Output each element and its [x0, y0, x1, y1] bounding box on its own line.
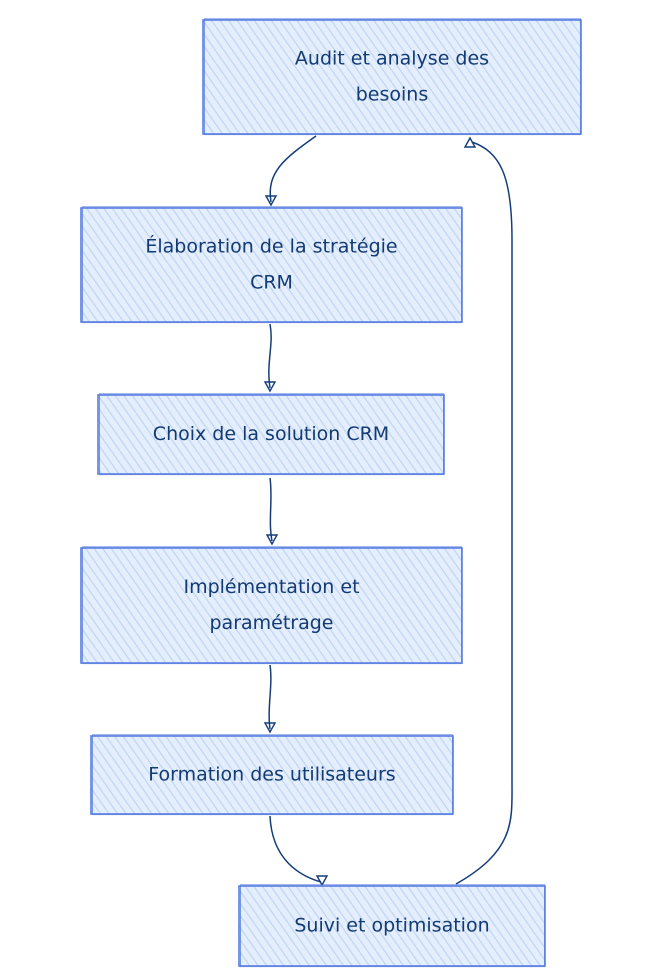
step-node-choix: Choix de la solution CRM	[97, 393, 445, 476]
step-box	[202, 19, 582, 135]
step-node-implementation: Implémentation et paramétrage	[80, 546, 463, 665]
step-label-line: CRM	[250, 272, 293, 294]
edge-implementation-to-formation	[263, 664, 277, 734]
step-node-suivi: Suivi et optimisation	[238, 884, 546, 968]
arrowhead-icon	[265, 534, 279, 546]
step-box-sketch-outline	[240, 884, 545, 968]
step-box-sketch-outline	[92, 734, 453, 816]
step-box-sketch-outline	[99, 393, 444, 476]
edge-suivi-to-audit	[455, 136, 513, 885]
step-box-sketch-outline	[82, 546, 462, 665]
step-label-line: Formation des utilisateurs	[148, 764, 395, 786]
edge-line	[269, 477, 273, 542]
edge-line	[269, 135, 317, 203]
step-box	[90, 735, 454, 815]
arrowhead-icon	[263, 722, 277, 734]
edge-line	[269, 815, 322, 883]
edge-line	[268, 664, 272, 730]
edge-choix-to-implementation	[265, 477, 279, 546]
step-box	[80, 207, 463, 323]
edge-audit-to-strategie	[264, 135, 317, 207]
step-label-line: paramétrage	[209, 612, 333, 634]
step-label-line: Choix de la solution CRM	[153, 423, 389, 445]
arrowhead-icon	[264, 195, 278, 207]
step-box-sketch-outline	[82, 206, 462, 324]
edge-formation-to-suivi	[269, 815, 329, 887]
step-label-line: Audit et analyse des	[295, 48, 489, 70]
step-label-line: Suivi et optimisation	[294, 915, 489, 937]
edge-strategie-to-choix	[263, 323, 277, 393]
edge-line	[268, 323, 272, 389]
edges-layer	[263, 135, 513, 887]
step-label-line: Élaboration de la stratégie	[145, 235, 397, 258]
step-box	[80, 547, 463, 664]
step-label-line: Implémentation et	[183, 576, 359, 598]
edge-line	[455, 141, 513, 885]
step-box	[238, 885, 546, 967]
step-label-line: besoins	[356, 84, 429, 106]
step-box-sketch-outline	[204, 18, 581, 136]
step-node-formation: Formation des utilisateurs	[90, 734, 454, 816]
arrowhead-icon	[263, 381, 277, 393]
arrowhead-icon	[315, 875, 329, 887]
arrowhead-icon	[463, 136, 477, 148]
step-node-audit: Audit et analyse des besoins	[202, 18, 582, 136]
